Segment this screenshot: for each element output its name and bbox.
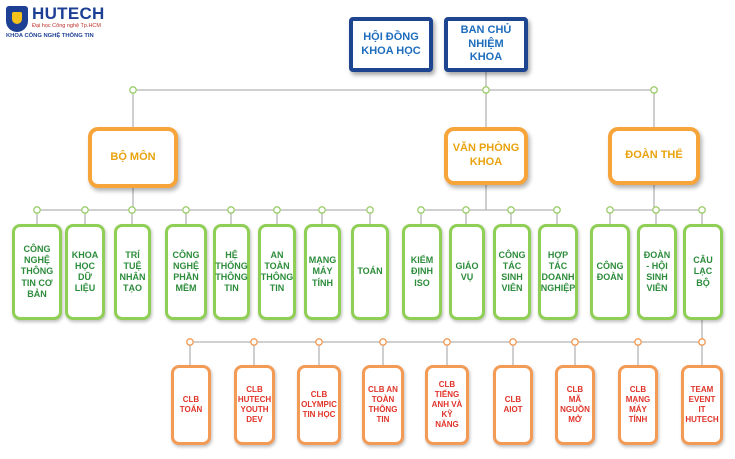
club-box-youth-dev: CLB HUTECH YOUTH DEV	[234, 365, 275, 445]
department-box-math: TOÁN	[351, 224, 389, 320]
scientific-council-box: HỘI ĐỒNG KHOA HỌC	[349, 17, 433, 72]
club-box-english-skills: CLB TIẾNG ANH VÀ KỸ NĂNG	[425, 365, 469, 445]
department-box-info-systems: HỆ THỐNG THÔNG TIN	[213, 224, 250, 320]
club-box-open-source: CLB MÃ NGUỒN MỞ	[555, 365, 595, 445]
office-box-iso: KIỂM ĐỊNH ISO	[402, 224, 442, 320]
union-box-clubs: CÂU LẠC BỘ	[683, 224, 723, 320]
club-box-olympic: CLB OLYMPIC TIN HỌC	[297, 365, 341, 445]
club-box-security: CLB AN TOÀN THÔNG TIN	[362, 365, 404, 445]
logo-name: HUTECH	[32, 4, 105, 23]
department-box-ai: TRÍ TUỆ NHÂN TẠO	[114, 224, 151, 320]
department-box-security: AN TOÀN THÔNG TIN	[258, 224, 296, 320]
office-group-box: VĂN PHÒNG KHOA	[444, 127, 528, 185]
department-box-networking: MẠNG MÁY TÍNH	[304, 224, 341, 320]
logo-faculty: KHOA CÔNG NGHỆ THÔNG TIN	[6, 33, 94, 39]
union-box-youth-union: ĐOÀN - HỘI SINH VIÊN	[637, 224, 677, 320]
office-box-business-cooperation: HỢP TÁC DOANH NGHIỆP	[538, 224, 578, 320]
club-box-math: CLB TOÁN	[171, 365, 211, 445]
office-box-academic-affairs: GIÁO VỤ	[449, 224, 485, 320]
union-box-trade-union: CÔNG ĐOÀN	[590, 224, 630, 320]
club-box-event-team: TEAM EVENT IT HUTECH	[681, 365, 723, 445]
office-box-student-affairs: CÔNG TÁC SINH VIÊN	[493, 224, 531, 320]
dean-board-box: BAN CHỦ NHIỆM KHOA	[444, 17, 528, 72]
department-box-software: CÔNG NGHỆ PHẦN MỀM	[165, 224, 207, 320]
department-box-basic-it: CÔNG NGHỆ THÔNG TIN CƠ BẢN	[12, 224, 62, 320]
hutech-logo: HUTECH Đại học Công nghệ Tp.HCM KHOA CÔN…	[4, 4, 134, 40]
club-box-aiot: CLB AIOT	[493, 365, 533, 445]
departments-group-box: BỘ MÔN	[88, 127, 178, 188]
logo-subtitle: Đại học Công nghệ Tp.HCM	[32, 23, 101, 29]
unions-group-box: ĐOÀN THỂ	[608, 127, 700, 185]
hutech-shield-icon	[6, 6, 28, 32]
department-box-data-science: KHOA HỌC DỮ LIỆU	[65, 224, 105, 320]
club-box-networking: CLB MẠNG MÁY TÍNH	[618, 365, 658, 445]
